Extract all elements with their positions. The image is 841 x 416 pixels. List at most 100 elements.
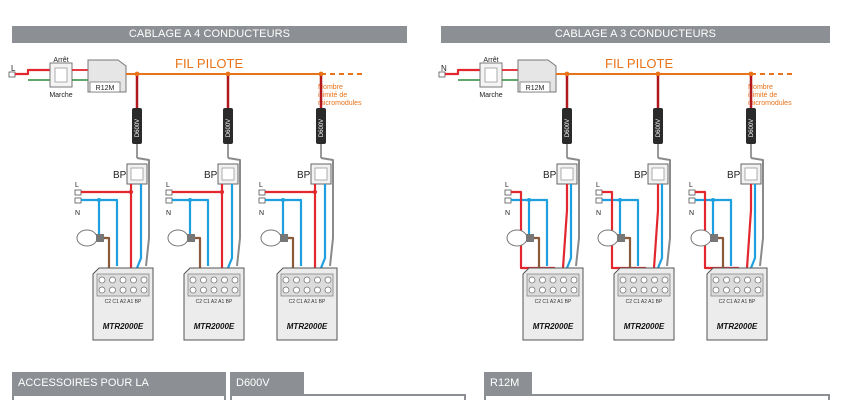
lamp-wire	[195, 236, 202, 270]
switch-on-label: Marche	[49, 92, 72, 99]
screw-icon	[744, 276, 751, 284]
d600v-label: D600V	[319, 119, 325, 137]
screw-icon	[221, 276, 228, 284]
screw-icon	[221, 286, 228, 294]
screw-icon	[528, 286, 536, 294]
bp-phase-wire	[652, 184, 660, 269]
lamp-neutral-wire	[711, 200, 719, 240]
l-label: L	[505, 182, 509, 189]
n-label: N	[689, 210, 694, 217]
module-label: MTR2000E	[287, 322, 328, 331]
bp-return-wire	[749, 184, 757, 269]
screw-icon	[733, 276, 741, 284]
screw-icon	[549, 276, 557, 284]
screw-icon	[140, 276, 148, 284]
switch-on-label: Marche	[479, 92, 502, 99]
screw-icon	[293, 286, 300, 294]
screw-icon	[303, 286, 311, 294]
terminals-label: C2 C1 A2 A1 BP	[196, 299, 233, 305]
n-label: N	[166, 210, 171, 217]
control-wire	[136, 157, 150, 267]
n-label: N	[259, 210, 264, 217]
screw-icon	[282, 286, 290, 294]
lamp-icon	[506, 229, 528, 247]
screw-icon	[619, 286, 627, 294]
tab-d600v[interactable]: D600V	[230, 372, 304, 394]
r12m-label: R12M	[96, 85, 115, 92]
d600v-label: D600V	[135, 119, 141, 137]
note-line: illimité de	[748, 92, 777, 99]
terminal-icon	[258, 189, 266, 196]
screw-icon	[303, 276, 311, 284]
screw-icon	[200, 276, 207, 284]
bp-return-wire	[226, 184, 234, 269]
neutral-wire	[602, 198, 640, 266]
screw-icon	[549, 286, 557, 294]
terminal-icon	[258, 197, 266, 204]
screw-icon	[98, 276, 106, 284]
pilot-junction	[748, 71, 754, 77]
screw-icon	[200, 286, 207, 294]
tab-accessories[interactable]: ACCESSOIRES POUR LA CENTRALISATION	[12, 372, 226, 411]
phase-label: L	[11, 64, 16, 73]
screw-icon	[314, 276, 321, 284]
terminals-label: C2 C1 A2 A1 BP	[105, 299, 142, 305]
note-line: illimité de	[318, 92, 347, 99]
pilot-junction	[318, 71, 324, 77]
phase-wire	[445, 68, 480, 76]
screw-icon	[130, 286, 137, 294]
lamp-base-icon	[526, 234, 534, 242]
control-wire	[320, 157, 334, 267]
module-label: MTR2000E	[194, 322, 235, 331]
screw-icon	[619, 276, 627, 284]
lamp-base-icon	[710, 234, 718, 242]
pilot-junction	[134, 71, 140, 77]
header-4-conductors: CABLAGE A 4 CONDUCTEURS	[12, 26, 407, 43]
d600v-icon	[562, 108, 572, 144]
lamp-icon	[167, 229, 189, 247]
screw-icon	[539, 286, 546, 294]
lamp-wire	[288, 236, 295, 270]
screw-icon	[570, 276, 578, 284]
bp-label: BP	[297, 170, 311, 181]
tab-r12m[interactable]: R12M	[484, 372, 532, 394]
bp-return-wire	[319, 184, 327, 269]
screw-icon	[661, 276, 669, 284]
lamp-icon	[690, 229, 712, 247]
screw-icon	[754, 286, 762, 294]
bp-phase-wire	[561, 184, 569, 269]
screw-icon	[119, 286, 127, 294]
note-line: Nombre	[748, 84, 773, 91]
switch-off-label: Arrêt	[483, 57, 498, 64]
screw-icon	[140, 286, 148, 294]
bp-return-wire	[656, 184, 664, 269]
d600v-icon	[223, 108, 233, 144]
screw-icon	[651, 276, 658, 284]
screw-icon	[560, 286, 567, 294]
screw-icon	[630, 286, 637, 294]
lamp-neutral-wire	[188, 200, 196, 240]
neutral-wire	[172, 198, 210, 266]
screw-icon	[189, 286, 197, 294]
pilot-junction	[655, 71, 661, 77]
terminal-icon	[688, 189, 696, 196]
d600v-label: D600V	[565, 119, 571, 137]
l-label: L	[166, 182, 170, 189]
screw-icon	[539, 276, 546, 284]
lamp-wire	[718, 236, 725, 270]
screw-icon	[723, 276, 730, 284]
bp-label: BP	[727, 170, 741, 181]
screw-icon	[210, 276, 218, 284]
pilot-junction	[225, 71, 231, 77]
screw-icon	[231, 276, 239, 284]
terminal-icon	[595, 197, 603, 204]
terminal-icon	[165, 189, 173, 196]
terminals-label: C2 C1 A2 A1 BP	[719, 299, 756, 305]
r12m-label: R12M	[526, 85, 545, 92]
lamp-base-icon	[96, 234, 104, 242]
n-label: N	[75, 210, 80, 217]
terminal-icon	[438, 71, 446, 78]
screw-icon	[733, 286, 741, 294]
phase-label: N	[441, 64, 447, 73]
neutral-wire	[81, 198, 119, 266]
